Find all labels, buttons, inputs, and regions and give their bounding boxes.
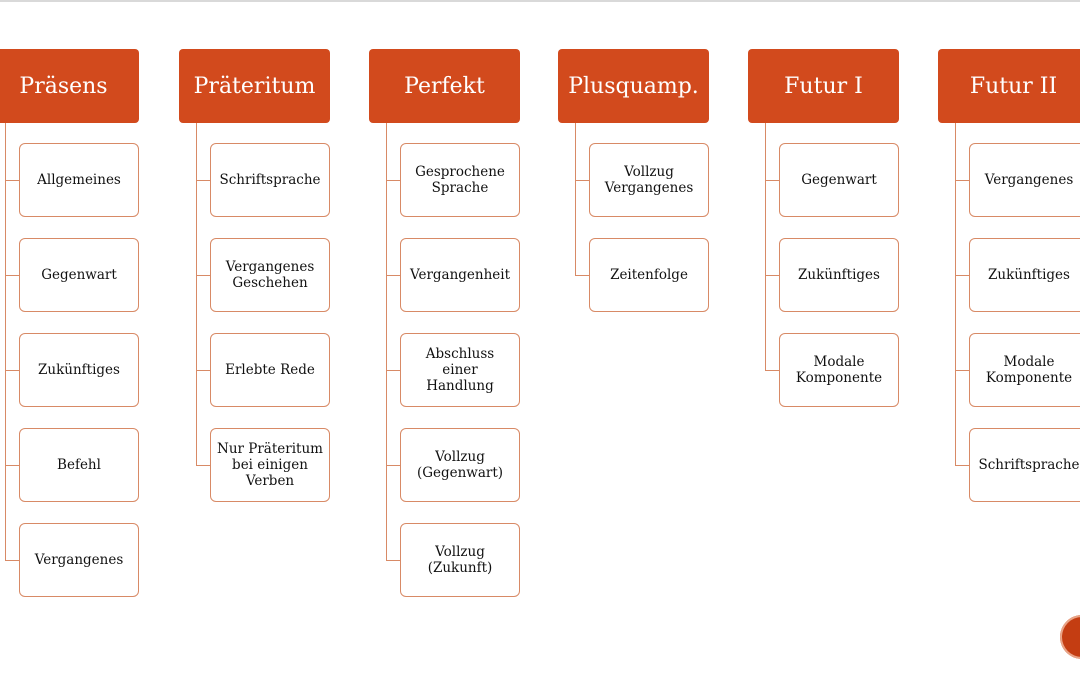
connector-horizontal xyxy=(575,180,589,181)
connector-horizontal xyxy=(765,275,779,276)
tense-usage-box: Vollzug (Zukunft) xyxy=(400,523,520,597)
tense-usage-box: Modale Komponente xyxy=(969,333,1080,407)
connector-vertical xyxy=(196,123,197,465)
tense-usage-box: Allgemeines xyxy=(19,143,139,217)
tense-usage-box: Vergangenes Geschehen xyxy=(210,238,330,312)
tense-usage-box: Modale Komponente xyxy=(779,333,899,407)
tense-usage-box: Gegenwart xyxy=(19,238,139,312)
tense-usage-box: Zukünftiges xyxy=(19,333,139,407)
tense-usage-box: Vergangenes xyxy=(969,143,1080,217)
tense-header: Präteritum xyxy=(179,49,330,123)
tense-usage-box: Zukünftiges xyxy=(779,238,899,312)
connector-horizontal xyxy=(575,275,589,276)
tense-usage-box: Vollzug Vergangenes xyxy=(589,143,709,217)
connector-horizontal xyxy=(5,275,19,276)
tense-header: Plusquamp. xyxy=(558,49,709,123)
tense-usage-box: Nur Präteritum bei einigen Verben xyxy=(210,428,330,502)
connector-horizontal xyxy=(5,465,19,466)
tense-header: Präsens xyxy=(0,49,139,123)
top-rule xyxy=(0,0,1080,2)
connector-vertical xyxy=(955,123,956,465)
tense-usage-box: Schriftsprache xyxy=(210,143,330,217)
tense-header: Futur I xyxy=(748,49,899,123)
tense-usage-box: Zukünftiges xyxy=(969,238,1080,312)
tense-usage-box: Befehl xyxy=(19,428,139,502)
connector-vertical xyxy=(5,123,6,560)
slide-nav-button[interactable] xyxy=(1060,615,1080,659)
connector-horizontal xyxy=(955,465,969,466)
connector-horizontal xyxy=(5,370,19,371)
connector-horizontal xyxy=(765,370,779,371)
tense-usage-box: Erlebte Rede xyxy=(210,333,330,407)
tense-usage-box: Vergangenes xyxy=(19,523,139,597)
connector-horizontal xyxy=(5,180,19,181)
tense-usage-box: Vergangenheit xyxy=(400,238,520,312)
connector-horizontal xyxy=(386,370,400,371)
connector-horizontal xyxy=(196,275,210,276)
connector-horizontal xyxy=(196,465,210,466)
tense-usage-box: Abschluss einer Handlung xyxy=(400,333,520,407)
tense-usage-box: Gesprochene Sprache xyxy=(400,143,520,217)
connector-horizontal xyxy=(955,180,969,181)
connector-horizontal xyxy=(955,370,969,371)
connector-horizontal xyxy=(5,560,19,561)
connector-vertical xyxy=(765,123,766,370)
connector-horizontal xyxy=(196,180,210,181)
tense-usage-box: Zeitenfolge xyxy=(589,238,709,312)
connector-horizontal xyxy=(386,275,400,276)
tense-usage-box: Vollzug (Gegenwart) xyxy=(400,428,520,502)
connector-horizontal xyxy=(386,180,400,181)
connector-vertical xyxy=(386,123,387,560)
tense-usage-box: Gegenwart xyxy=(779,143,899,217)
tense-usage-box: Schriftsprache xyxy=(969,428,1080,502)
tense-header: Futur II xyxy=(938,49,1080,123)
connector-horizontal xyxy=(386,560,400,561)
connector-horizontal xyxy=(386,465,400,466)
connector-horizontal xyxy=(196,370,210,371)
connector-vertical xyxy=(575,123,576,275)
tense-header: Perfekt xyxy=(369,49,520,123)
connector-horizontal xyxy=(955,275,969,276)
connector-horizontal xyxy=(765,180,779,181)
